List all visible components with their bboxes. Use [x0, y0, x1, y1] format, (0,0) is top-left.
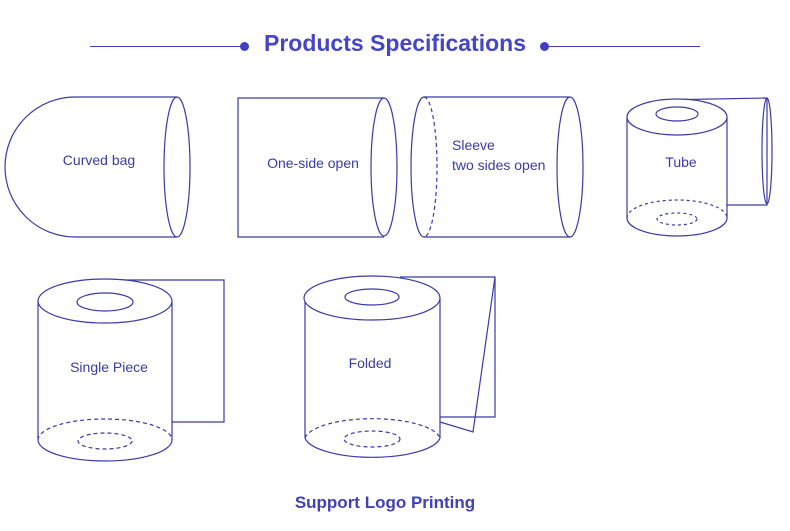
- header-left-rule: [90, 46, 242, 47]
- folded-diagram: [303, 275, 496, 458]
- one-side-open-diagram: [237, 97, 398, 238]
- header-left-dot: [240, 42, 249, 51]
- one-side-open-label: One-side open: [267, 155, 359, 171]
- header-right-rule: [545, 46, 700, 47]
- page-title: Products Specifications: [263, 30, 526, 56]
- header: Products Specifications: [0, 28, 790, 64]
- curved-bag-diagram: [4, 96, 191, 238]
- tube-diagram: [626, 97, 773, 237]
- sleeve-diagram: [410, 96, 584, 238]
- sleeve-label-line1: Sleeve: [452, 137, 495, 153]
- curved-bag-label: Curved bag: [63, 152, 135, 168]
- tube-label: Tube: [665, 154, 697, 170]
- sleeve-label-line2: two sides open: [452, 157, 545, 173]
- footer-note: Support Logo Printing: [294, 493, 476, 512]
- single-piece-diagram: [37, 278, 225, 462]
- folded-label: Folded: [349, 355, 392, 371]
- header-right-dot: [540, 42, 549, 51]
- single-piece-label: Single Piece: [70, 359, 148, 375]
